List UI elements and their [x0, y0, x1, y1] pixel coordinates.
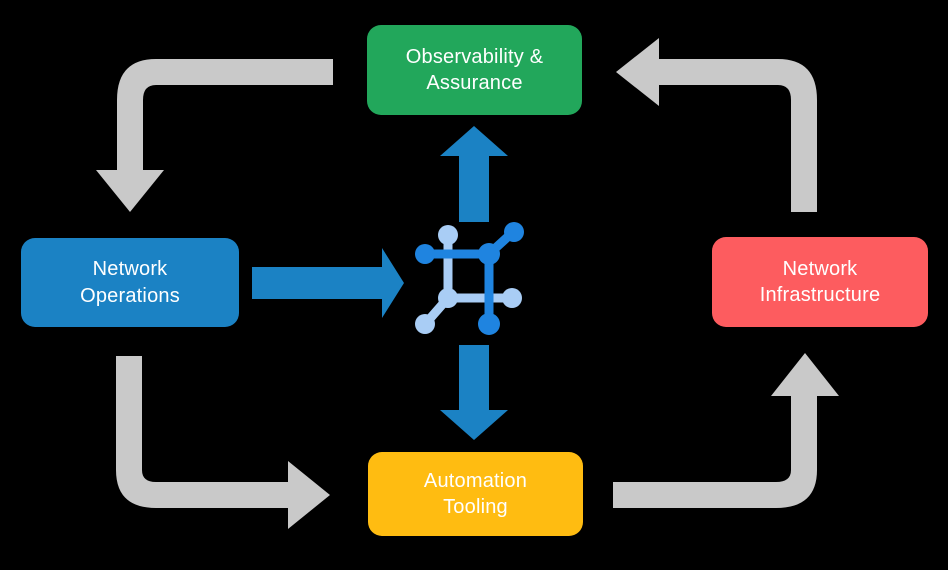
node-label-automation: Automation Tooling	[423, 469, 528, 518]
arrow-infrastructure-to-observability	[616, 38, 817, 212]
network-graph-icon	[415, 222, 524, 335]
icon-node-bottom-left	[415, 314, 435, 334]
arrow-center-to-automation	[440, 345, 508, 440]
icon-node-bottom-right	[478, 313, 500, 335]
icon-node-left-mid	[415, 244, 435, 264]
node-box-operations[interactable]: Network Operations	[21, 238, 239, 327]
icon-node-top-right	[504, 222, 524, 242]
node-label-infrastructure: Network Infrastructure	[759, 257, 881, 306]
icon-node-top-left	[438, 225, 458, 245]
arrow-observability-to-operations	[96, 59, 333, 212]
icon-node-center-low-left	[438, 288, 458, 308]
node-box-observability[interactable]: Observability & Assurance	[367, 25, 582, 115]
arrow-operations-to-automation	[116, 356, 330, 529]
node-box-automation[interactable]: Automation Tooling	[368, 452, 583, 536]
arrow-operations-to-center	[252, 248, 404, 318]
icon-node-right-mid	[502, 288, 522, 308]
arrow-center-to-observability	[440, 126, 508, 222]
node-box-infrastructure[interactable]: Network Infrastructure	[712, 237, 928, 327]
node-label-observability: Observability & Assurance	[405, 45, 544, 94]
icon-node-hub	[478, 243, 500, 265]
node-label-operations: Network Operations	[80, 258, 180, 307]
arrow-automation-to-infrastructure	[613, 353, 839, 508]
